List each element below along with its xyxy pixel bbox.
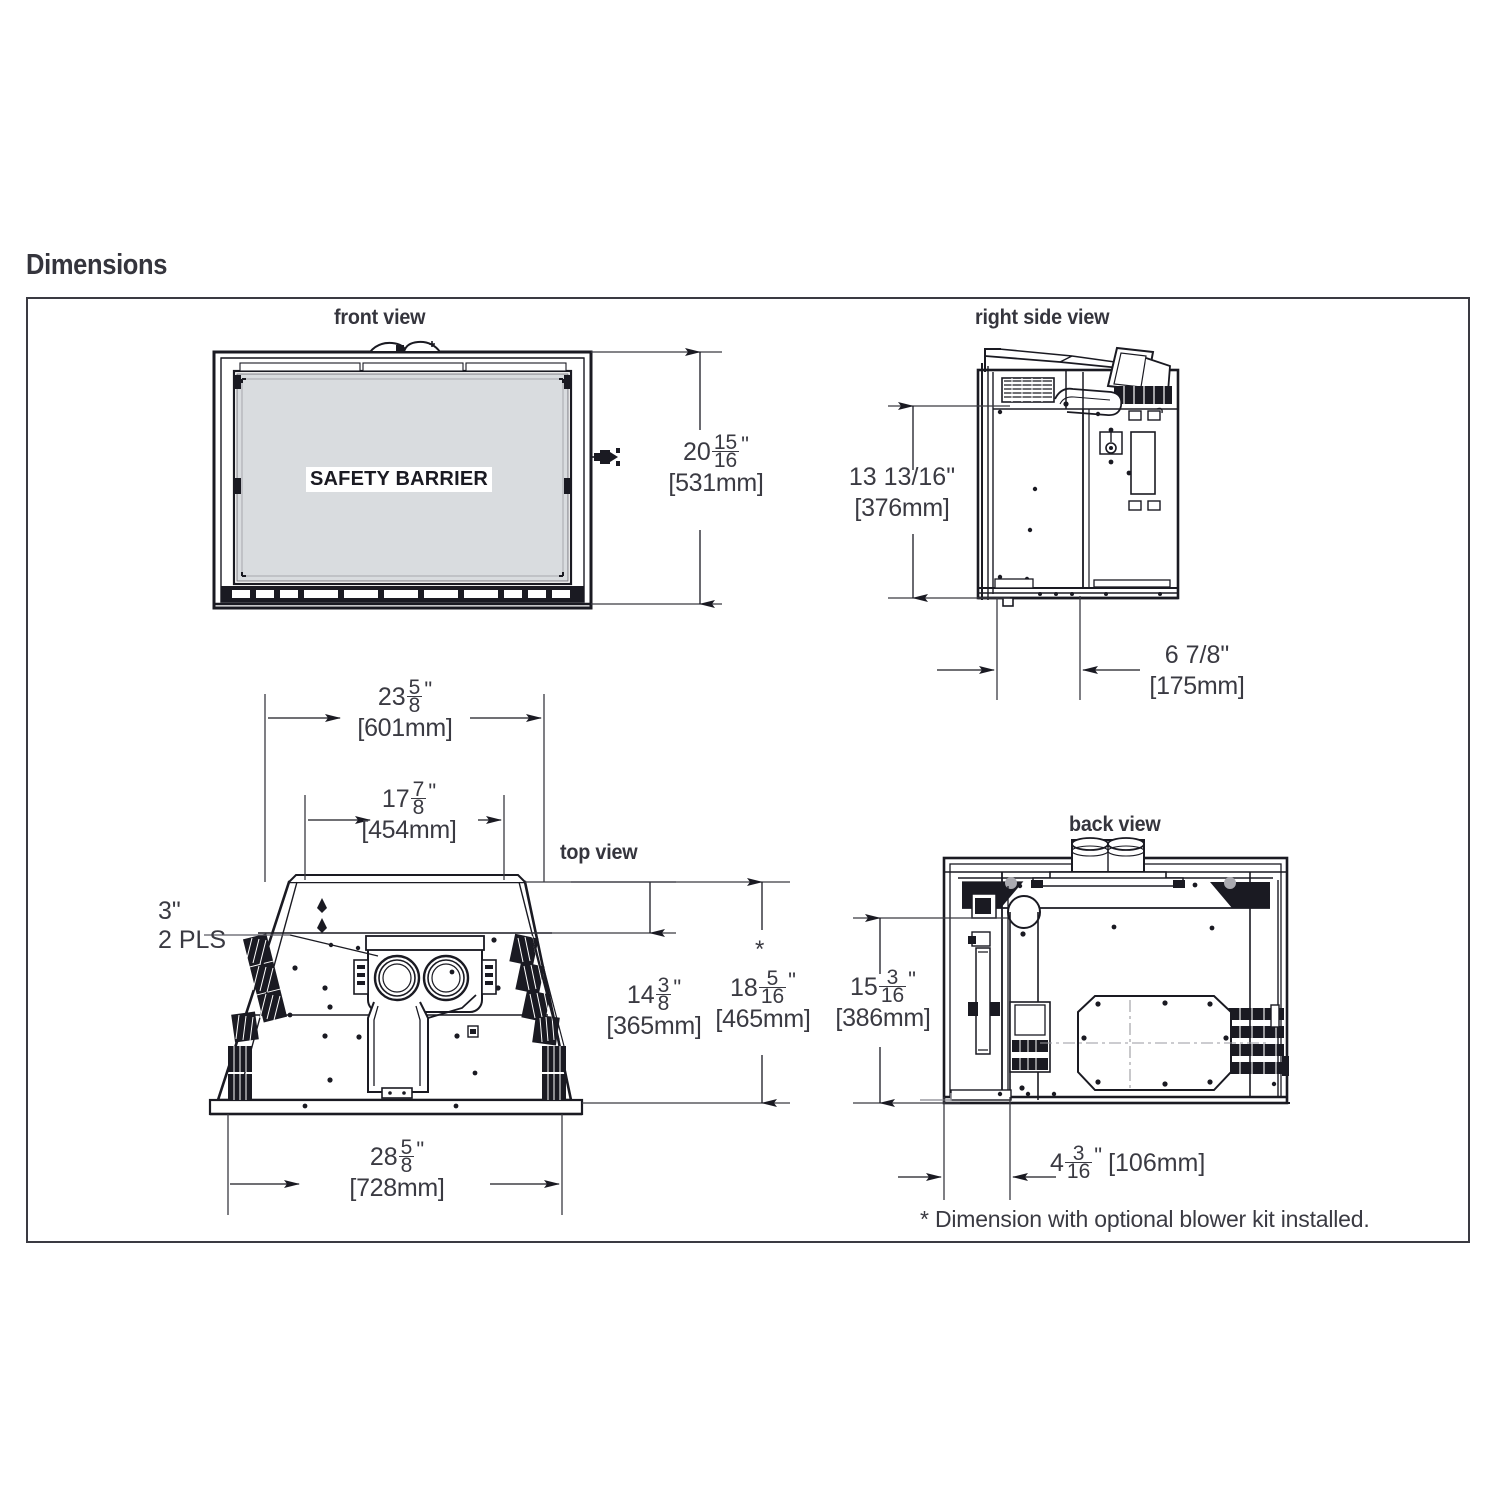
top-width-upper-whole: 23 (377, 683, 406, 711)
side-height-dimension-text: 13 13/16" [376mm] (832, 462, 972, 521)
top-width-inner-mm: [454mm] (361, 816, 457, 844)
top-depth-partial-dimension-text: 14 3 8 " [365mm] (594, 974, 714, 1040)
front-height-mm: [531mm] (668, 469, 764, 497)
inch-mark: " (908, 967, 916, 992)
side-offset-value: 6 7/8" (1164, 641, 1230, 669)
top-depth-partial-fraction: 3 8 (655, 974, 672, 1015)
back-height-mm: [386mm] (835, 1004, 931, 1032)
side-offset-dimension-text: 6 7/8" [175mm] (1132, 640, 1262, 699)
top-view-label: top view (560, 841, 638, 864)
top-depth-full-fraction: 5 16 (758, 967, 787, 1008)
top-width-upper-dimension-text: 23 5 8 " [601mm] (340, 676, 470, 742)
top-width-lower-dimension-text: 28 5 8 " [728mm] (332, 1136, 462, 1202)
inch-mark: " (1094, 1143, 1103, 1168)
top-width-upper-fraction: 5 8 (406, 676, 423, 717)
front-height-fraction: 15 16 (711, 431, 740, 472)
safety-barrier-label: SAFETY BARRIER (306, 467, 493, 492)
right-side-view-label: right side view (975, 306, 1110, 329)
top-width-inner-whole: 17 (381, 785, 410, 813)
back-offset-mm: [106mm] (1108, 1149, 1206, 1177)
front-view-label: front view (334, 306, 426, 329)
back-height-dimension-text: 15 3 16 " [386mm] (818, 966, 948, 1032)
inch-mark: " (416, 1137, 425, 1162)
top-depth-full-whole: 18 (730, 974, 758, 1002)
top-width-inner-fraction: 7 8 (410, 778, 427, 819)
top-depth-partial-whole: 14 (626, 981, 655, 1009)
top-width-lower-mm: [728mm] (349, 1174, 445, 1202)
inch-mark: " (741, 432, 749, 457)
inch-mark: " (428, 779, 437, 804)
two-pls-note: 2 PLS (158, 926, 227, 954)
back-offset-whole: 4 (1050, 1149, 1064, 1177)
page-title: Dimensions (26, 249, 168, 281)
side-offset-mm: [175mm] (1149, 672, 1245, 700)
top-depth-partial-mm: [365mm] (606, 1012, 702, 1040)
back-height-whole: 15 (850, 973, 878, 1001)
three-inch-note: 3" (158, 897, 181, 925)
top-depth-full-dimension-text: 18 5 16 " [465mm] (703, 967, 823, 1033)
blower-kit-asterisk: * (755, 936, 765, 963)
top-width-upper-mm: [601mm] (357, 714, 453, 742)
inch-mark: " (424, 677, 433, 702)
side-height-mm: [376mm] (854, 494, 950, 522)
back-height-fraction: 3 16 (878, 966, 907, 1007)
inch-mark: " (673, 975, 682, 1000)
back-offset-dimension-text: 4 3 16 " [106mm] (1050, 1142, 1206, 1183)
top-width-inner-dimension-text: 17 7 8 " [454mm] (344, 778, 474, 844)
top-depth-full-mm: [465mm] (715, 1005, 811, 1033)
top-width-lower-fraction: 5 8 (398, 1136, 415, 1177)
back-view-label: back view (1069, 813, 1161, 836)
inch-mark: " (788, 968, 796, 993)
back-offset-fraction: 3 16 (1064, 1142, 1093, 1183)
front-height-dimension-text: 20 15 16 " [531mm] (664, 431, 768, 497)
front-height-whole: 20 (683, 438, 711, 466)
top-width-lower-whole: 28 (369, 1143, 398, 1171)
side-height-value: 13 13/16" (848, 463, 956, 491)
blower-kit-footnote: * Dimension with optional blower kit ins… (920, 1206, 1370, 1232)
